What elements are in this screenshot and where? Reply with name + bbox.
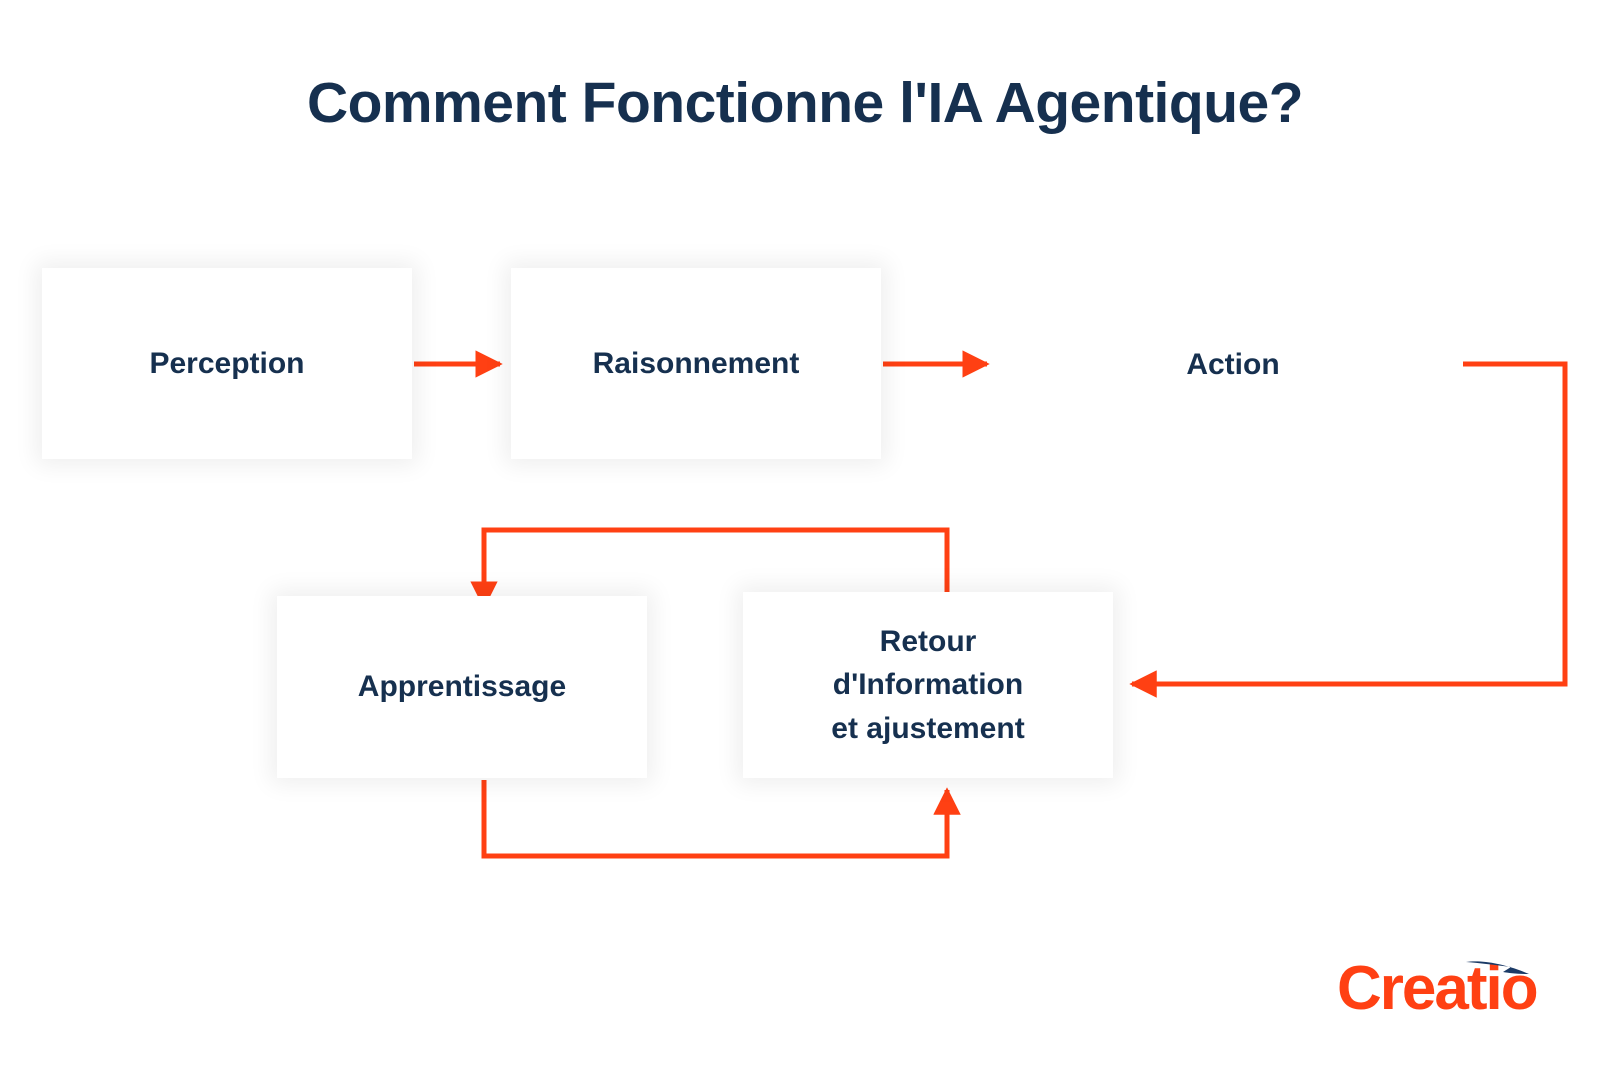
- flow-node-apprentissage-label: Apprentissage: [357, 670, 567, 704]
- flow-node-retour-information[interactable]: Retour d'Information et ajustement: [743, 592, 1113, 778]
- flow-node-action-label: Action: [1186, 348, 1280, 381]
- arrow-swoosh-icon: [1466, 961, 1529, 974]
- flow-node-perception[interactable]: Perception: [42, 268, 412, 459]
- flow-node-retour-information-label: Retour d'Information et ajustement: [831, 624, 1025, 745]
- creatio-wordmark: Creatio: [1337, 954, 1539, 1023]
- flow-node-action[interactable]: Action: [1003, 245, 1463, 485]
- flow-node-raisonnement-label: Raisonnement: [592, 346, 800, 380]
- edge-apprentissage-to-retour: [481, 780, 961, 859]
- flow-node-apprentissage[interactable]: Apprentissage: [277, 596, 647, 778]
- flow-node-perception-label: Perception: [149, 346, 305, 380]
- flow-node-raisonnement[interactable]: Raisonnement: [511, 268, 881, 459]
- page-title: Comment Fonctionne l'IA Agentique?: [306, 71, 1304, 135]
- creatio-logo[interactable]: Creatio: [1337, 948, 1539, 1020]
